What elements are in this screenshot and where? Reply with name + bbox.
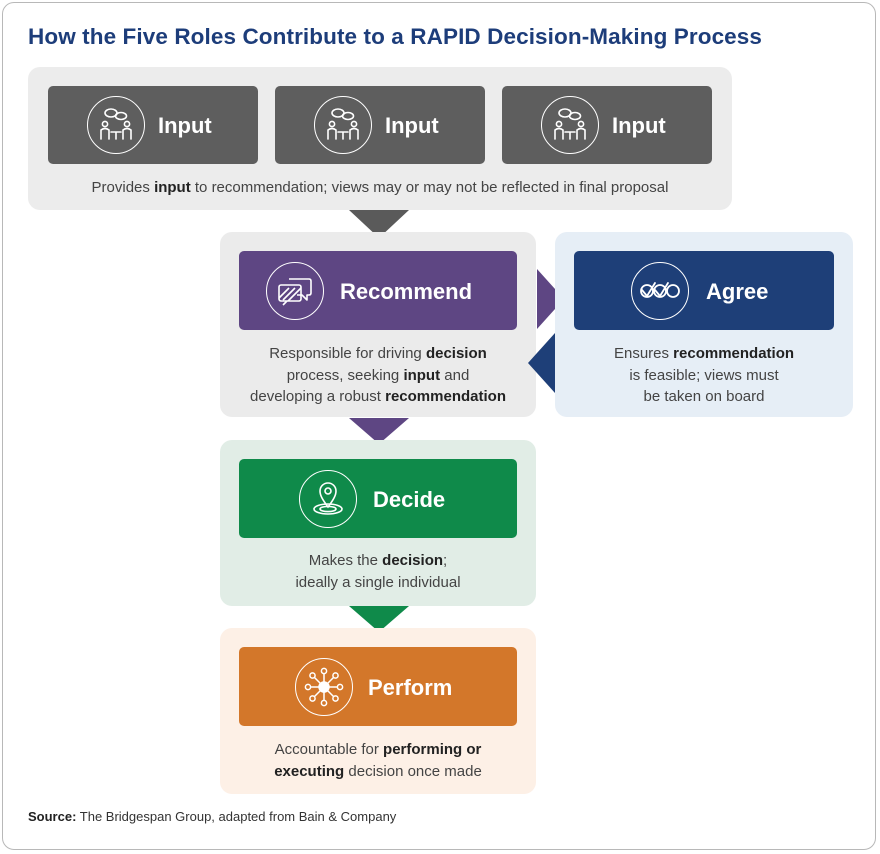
decide-description: Makes the decision; ideally a single ind… <box>295 552 461 591</box>
recommend-description: Responsible for driving decision process… <box>250 345 506 405</box>
decide-tile: Decide <box>239 459 517 538</box>
meeting-icon <box>87 96 145 154</box>
meeting-icon <box>314 96 372 154</box>
agree-description: Ensures recommendation is feasible; view… <box>613 345 795 405</box>
arrow-agree-to-recommend <box>528 333 555 393</box>
recommend-tile: Recommend <box>239 251 517 330</box>
input-tile-1: Input <box>48 86 258 164</box>
decide-label: Decide <box>373 487 446 512</box>
agree-label: Agree <box>706 279 769 304</box>
input-tile-2-label: Input <box>385 113 439 138</box>
source-note: Source: The Bridgespan Group, adapted fr… <box>28 809 397 824</box>
input-tile-3: Input <box>502 86 712 164</box>
perform-label: Perform <box>368 675 453 700</box>
network-hub-icon <box>295 658 353 716</box>
meeting-icon <box>541 96 599 154</box>
arrow-recommend-to-decide <box>349 418 409 444</box>
input-tile-3-label: Input <box>612 113 666 138</box>
agree-tile: Agree <box>574 251 834 330</box>
checkmarks-icon <box>631 262 689 320</box>
perform-tile: Perform <box>239 647 517 726</box>
location-pin-icon <box>299 470 357 528</box>
speech-bubbles-icon <box>266 262 324 320</box>
input-tile-1-label: Input <box>158 113 212 138</box>
arrow-decide-to-perform <box>349 606 409 632</box>
input-tile-2: Input <box>275 86 485 164</box>
input-description: Provides input to recommendation; views … <box>91 179 669 196</box>
perform-description: Accountable for performing or executing … <box>274 741 482 780</box>
page-title: How the Five Roles Contribute to a RAPID… <box>28 24 763 49</box>
recommend-label: Recommend <box>340 279 473 304</box>
